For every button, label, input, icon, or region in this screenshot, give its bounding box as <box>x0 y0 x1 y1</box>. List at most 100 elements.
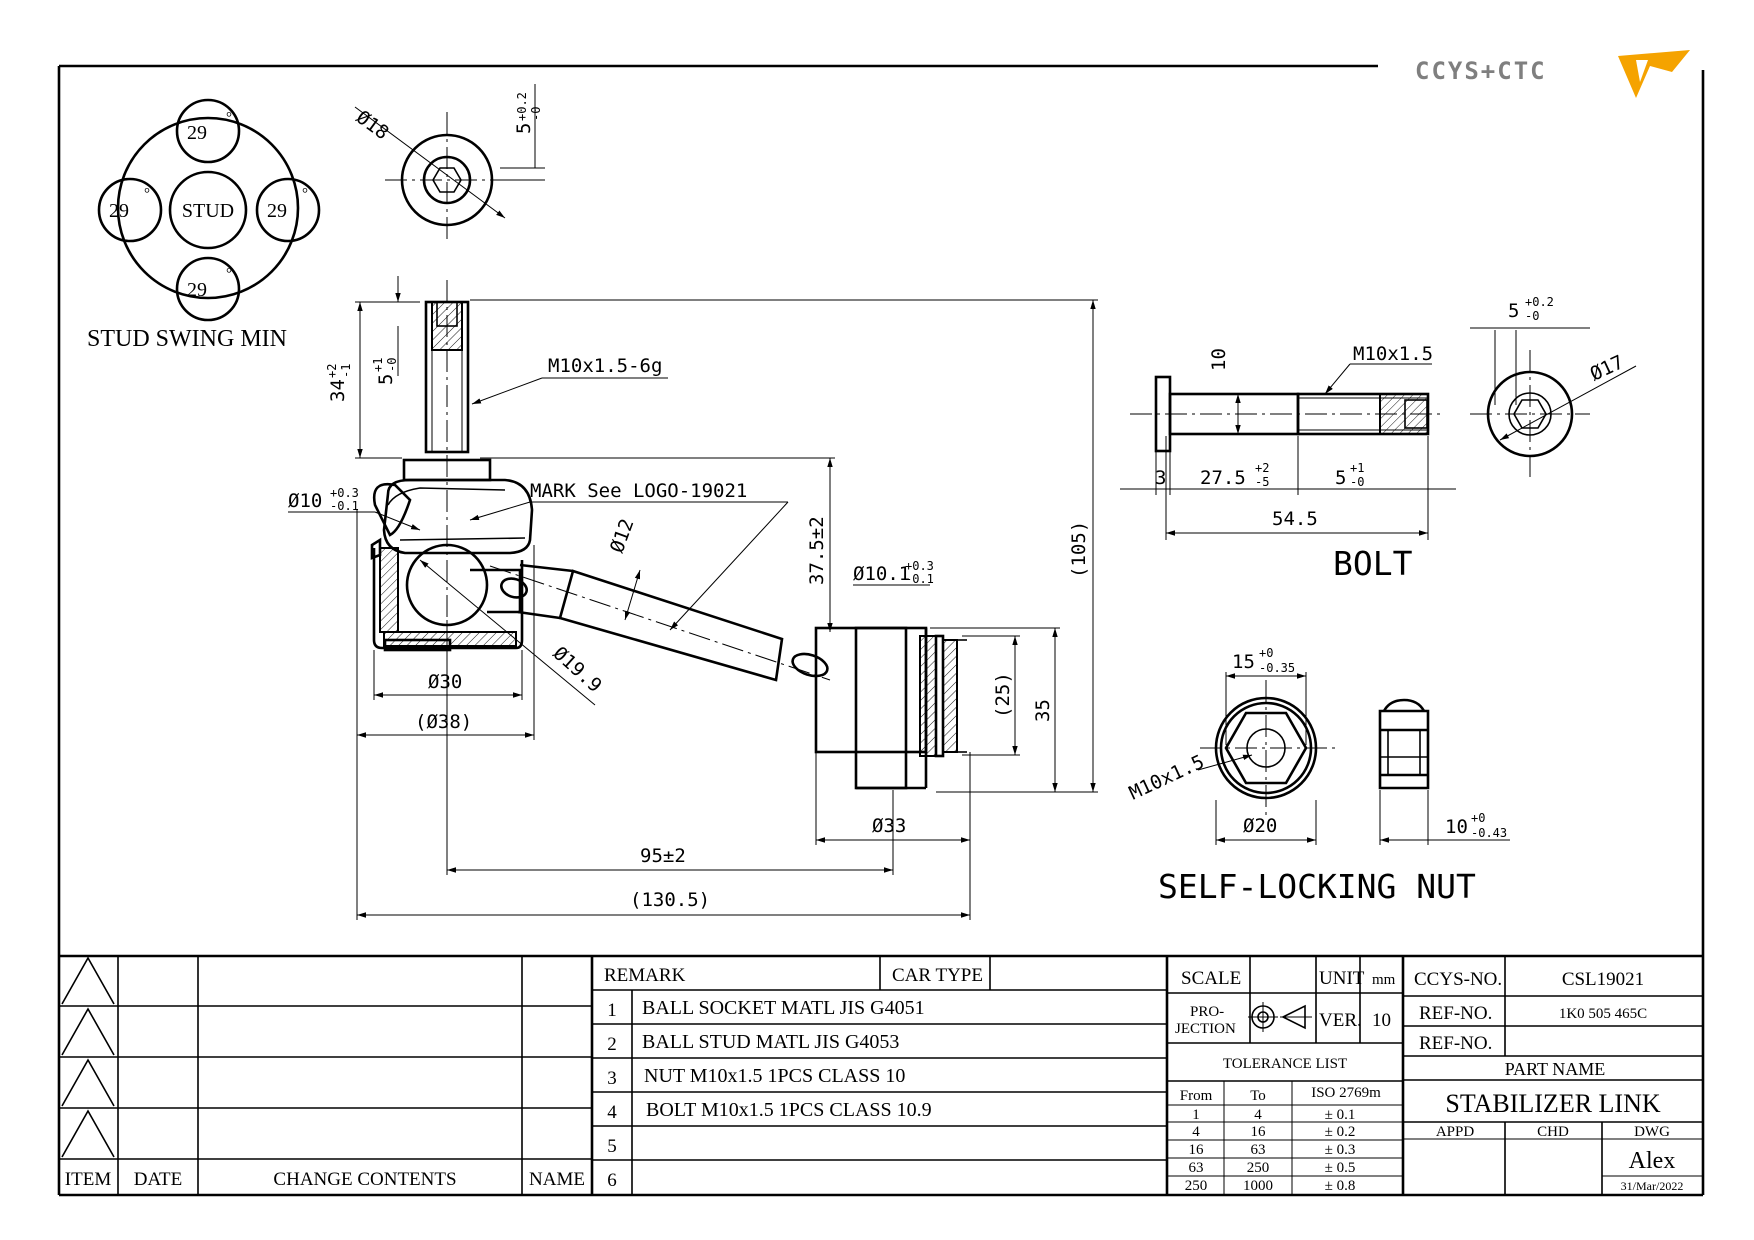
mark-note-label: MARK See LOGO-19021 <box>530 480 747 502</box>
svg-text:63: 63 <box>1251 1142 1266 1158</box>
rod-dia-label: Ø12 <box>606 516 638 556</box>
stud-thread-label: M10x1.5-6g <box>548 355 662 377</box>
tolerance-block: SCALE UNIT mm PRO- JECTION VER. 10 TOLER… <box>1167 956 1405 1195</box>
svg-text:2: 2 <box>607 1034 617 1055</box>
projection-label-2: JECTION <box>1175 1021 1236 1037</box>
svg-text:+0: +0 <box>1471 811 1485 825</box>
item-header: ITEM <box>65 1169 112 1190</box>
change-history-table: ITEM DATE CHANGE CONTENTS NAME <box>59 954 1703 1195</box>
remark-header: REMARK <box>604 965 686 986</box>
nut-title: SELF-LOCKING NUT <box>1158 867 1476 906</box>
swing-bottom-value: 29 <box>187 279 207 301</box>
remark-row-2: BALL STUD MATL JIS G4053 <box>642 1031 899 1053</box>
dwg-label: DWG <box>1634 1124 1670 1140</box>
swing-center-label: STUD <box>182 200 234 222</box>
svg-text:+0.3: +0.3 <box>330 486 359 500</box>
svg-text:-1: -1 <box>339 364 353 378</box>
bushing-inner-label: (25) <box>992 672 1014 718</box>
svg-text:5: 5 <box>607 1136 617 1157</box>
svg-text:63: 63 <box>1189 1160 1204 1176</box>
svg-text:+0.2: +0.2 <box>515 92 529 121</box>
bolt-head-label: 3 <box>1155 467 1166 489</box>
stud-length-label: 34 <box>327 379 349 402</box>
ver-value: 10 <box>1372 1010 1391 1031</box>
svg-text:± 0.2: ± 0.2 <box>1325 1124 1356 1140</box>
svg-text:± 0.8: ± 0.8 <box>1325 1178 1356 1194</box>
svg-text:°: ° <box>302 186 308 202</box>
overall-height-label: (105) <box>1068 521 1090 578</box>
svg-text:+1: +1 <box>1350 461 1364 475</box>
svg-text:-0.1: -0.1 <box>330 499 359 513</box>
bolt-dia-label: Ø17 <box>1587 351 1627 385</box>
car-type-header: CAR TYPE <box>892 965 983 986</box>
top-dia-label: Ø18 <box>352 106 393 144</box>
svg-text:-0: -0 <box>1350 475 1364 489</box>
ref-no-value: 1K0 505 465C <box>1559 1006 1647 1022</box>
svg-text:4: 4 <box>1254 1107 1262 1123</box>
chd-label: CHD <box>1537 1124 1569 1140</box>
center-distance-label: 95±2 <box>640 845 686 867</box>
svg-text:+0.2: +0.2 <box>1525 295 1554 309</box>
stud-top-view: Ø18 5 +0.2 -0 <box>352 84 545 240</box>
part-name-label: PART NAME <box>1505 1059 1605 1079</box>
bolt-len1-label: 27.5 <box>1200 467 1246 489</box>
svg-text:16: 16 <box>1189 1142 1205 1158</box>
nut-view: 15 +0 -0.35 M10x1.5 Ø20 10 +0 -0.43 SELF… <box>1126 646 1510 906</box>
svg-text:+0: +0 <box>1259 646 1273 660</box>
logo-text: CCYS+CTC <box>1415 57 1547 85</box>
title-block: CCYS-NO. CSL19021 REF-NO. 1K0 505 465C R… <box>1403 956 1703 1195</box>
svg-text:-0.43: -0.43 <box>1471 826 1507 840</box>
bolt-len2-label: 5 <box>1335 467 1346 489</box>
swing-top-value: 29 <box>187 122 207 144</box>
svg-text:-0: -0 <box>385 358 399 372</box>
unit-value: mm <box>1372 972 1396 988</box>
stud-swing-diagram: STUD 29 ° 29 ° 29 ° 29 ° STUD SWING MIN <box>87 98 321 352</box>
unit-label: UNIT <box>1319 968 1365 989</box>
nut-thread-label: M10x1.5 <box>1126 751 1208 805</box>
stud-hex-label: 5 <box>375 374 397 385</box>
ccys-no-label: CCYS-NO. <box>1414 969 1502 990</box>
housing-dia-label: Ø30 <box>428 671 462 693</box>
drawing-date: 31/Mar/2022 <box>1621 1179 1684 1193</box>
svg-text:-5: -5 <box>1255 475 1269 489</box>
bolt-hex-label: 5 <box>1508 300 1519 322</box>
svg-text:16: 16 <box>1251 1124 1267 1140</box>
svg-text:+2: +2 <box>1255 461 1269 475</box>
svg-text:°: ° <box>226 110 232 126</box>
remarks-table: REMARK CAR TYPE 1 BALL SOCKET MATL JIS G… <box>592 956 1169 1195</box>
top-thk-label: 5 <box>513 123 535 134</box>
svg-text:± 0.5: ± 0.5 <box>1325 1160 1356 1176</box>
svg-text:1: 1 <box>607 1000 617 1021</box>
part-name-value: STABILIZER LINK <box>1445 1089 1660 1118</box>
svg-text:+0.3: +0.3 <box>905 559 934 573</box>
ref-no2-label: REF-NO. <box>1419 1033 1492 1054</box>
nut-height-label: 10 <box>1445 816 1468 838</box>
main-view-dimensions: 34 +2 -1 5 +1 -0 M10x1.5-6g Ø10 +0.3 -0.… <box>288 276 1098 920</box>
svg-text:4: 4 <box>1192 1124 1200 1140</box>
svg-text:ISO 2769m: ISO 2769m <box>1311 1085 1381 1101</box>
logo-flame-icon <box>1618 50 1690 98</box>
swing-right-value: 29 <box>267 200 287 222</box>
sheet-border <box>57 64 1705 1197</box>
svg-text:± 0.3: ± 0.3 <box>1325 1142 1356 1158</box>
bolt-total-label: 54.5 <box>1272 508 1318 530</box>
svg-text:4: 4 <box>607 1102 617 1123</box>
angle-offset-label: 37.5±2 <box>806 516 828 585</box>
svg-text:To: To <box>1250 1088 1266 1104</box>
bushing-dia-label: Ø33 <box>872 815 906 837</box>
remark-row-4: BOLT M10x1.5 1PCS CLASS 10.9 <box>646 1099 932 1121</box>
neck-dia-label: Ø10 <box>288 490 322 512</box>
svg-text:+2: +2 <box>325 364 339 378</box>
svg-text:-0: -0 <box>1525 309 1539 323</box>
ref-no-label: REF-NO. <box>1419 1003 1492 1024</box>
svg-text:250: 250 <box>1247 1160 1270 1176</box>
svg-text:1: 1 <box>1192 1107 1200 1123</box>
projection-label-1: PRO- <box>1190 1004 1224 1020</box>
svg-text:°: ° <box>144 186 150 202</box>
date-header: DATE <box>134 1169 183 1190</box>
remark-row-3: NUT M10x1.5 1PCS CLASS 10 <box>644 1065 905 1087</box>
tolerance-list-label: TOLERANCE LIST <box>1223 1056 1347 1072</box>
overall-length-label: (130.5) <box>630 889 710 911</box>
bolt-shank-label: 10 <box>1208 348 1230 371</box>
